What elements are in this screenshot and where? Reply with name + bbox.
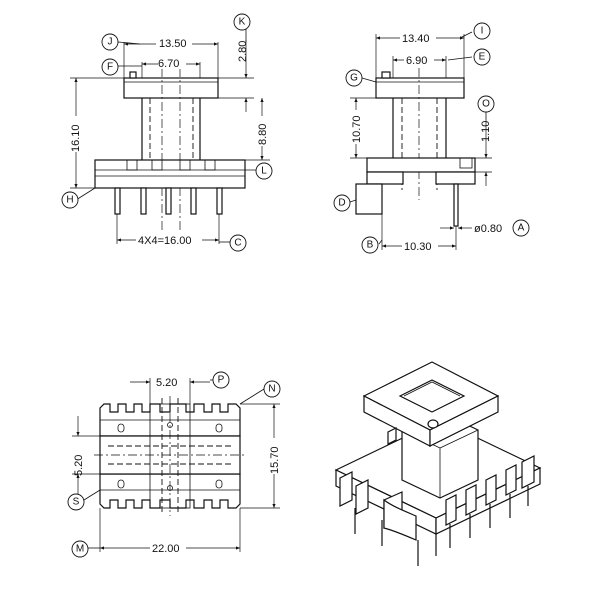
dim-front-top-width: 13.50 <box>159 38 187 50</box>
callout-g: G <box>350 73 358 84</box>
callout-h: H <box>66 195 73 206</box>
isometric-view <box>334 361 542 566</box>
dim-front-body-height: 8.80 <box>257 124 269 145</box>
dim-side-top-width: 13.40 <box>402 33 430 45</box>
dim-front-pin-pitch: 4X4=16.00 <box>138 235 192 247</box>
dim-side-pin-dia: ø0.80 <box>474 223 502 235</box>
dim-plan-total-height: 15.70 <box>269 446 281 474</box>
dim-side-height: 10.70 <box>351 115 363 143</box>
dim-front-inner-width: 6.70 <box>158 58 179 70</box>
front-base <box>94 159 246 189</box>
dim-side-base-width: 10.30 <box>404 241 432 253</box>
side-base <box>366 157 476 173</box>
front-top-flange <box>123 77 219 99</box>
front-view: 13.50 6.70 2.80 16.10 8.80 4X4=16.00 <box>61 13 273 252</box>
callout-m: M <box>76 544 84 555</box>
callout-p: P <box>218 375 225 386</box>
plan-view: 5.20 5.20 15.70 22.00 P N S M <box>67 371 281 558</box>
callout-a: A <box>518 223 525 234</box>
dim-plan-core-height: 5.20 <box>73 455 85 476</box>
dim-front-flange-thickness: 2.80 <box>237 41 249 62</box>
callout-o: O <box>482 99 490 110</box>
callout-l: L <box>261 166 267 177</box>
dim-side-inner-width: 6.90 <box>406 55 427 67</box>
dim-plan-slot-width: 5.20 <box>156 377 177 389</box>
side-foot <box>355 183 383 215</box>
dim-side-step: 1.10 <box>480 121 492 142</box>
dim-front-total-height: 16.10 <box>70 124 82 152</box>
callout-b: B <box>367 240 374 251</box>
callout-k: K <box>239 17 246 28</box>
callout-c: C <box>234 238 241 249</box>
front-flange-bump <box>129 71 137 79</box>
side-top-flange <box>375 77 465 99</box>
side-view: 13.40 6.90 10.70 1.10 10.30 ø0.80 <box>333 22 530 254</box>
callout-n: N <box>268 384 275 395</box>
callout-i: I <box>481 26 484 37</box>
callout-j: J <box>108 37 113 48</box>
callout-e: E <box>479 52 486 63</box>
callout-s: S <box>73 497 80 508</box>
dim-plan-total-width: 22.00 <box>152 543 180 555</box>
callout-d: D <box>338 198 345 209</box>
callout-f: F <box>107 62 113 73</box>
